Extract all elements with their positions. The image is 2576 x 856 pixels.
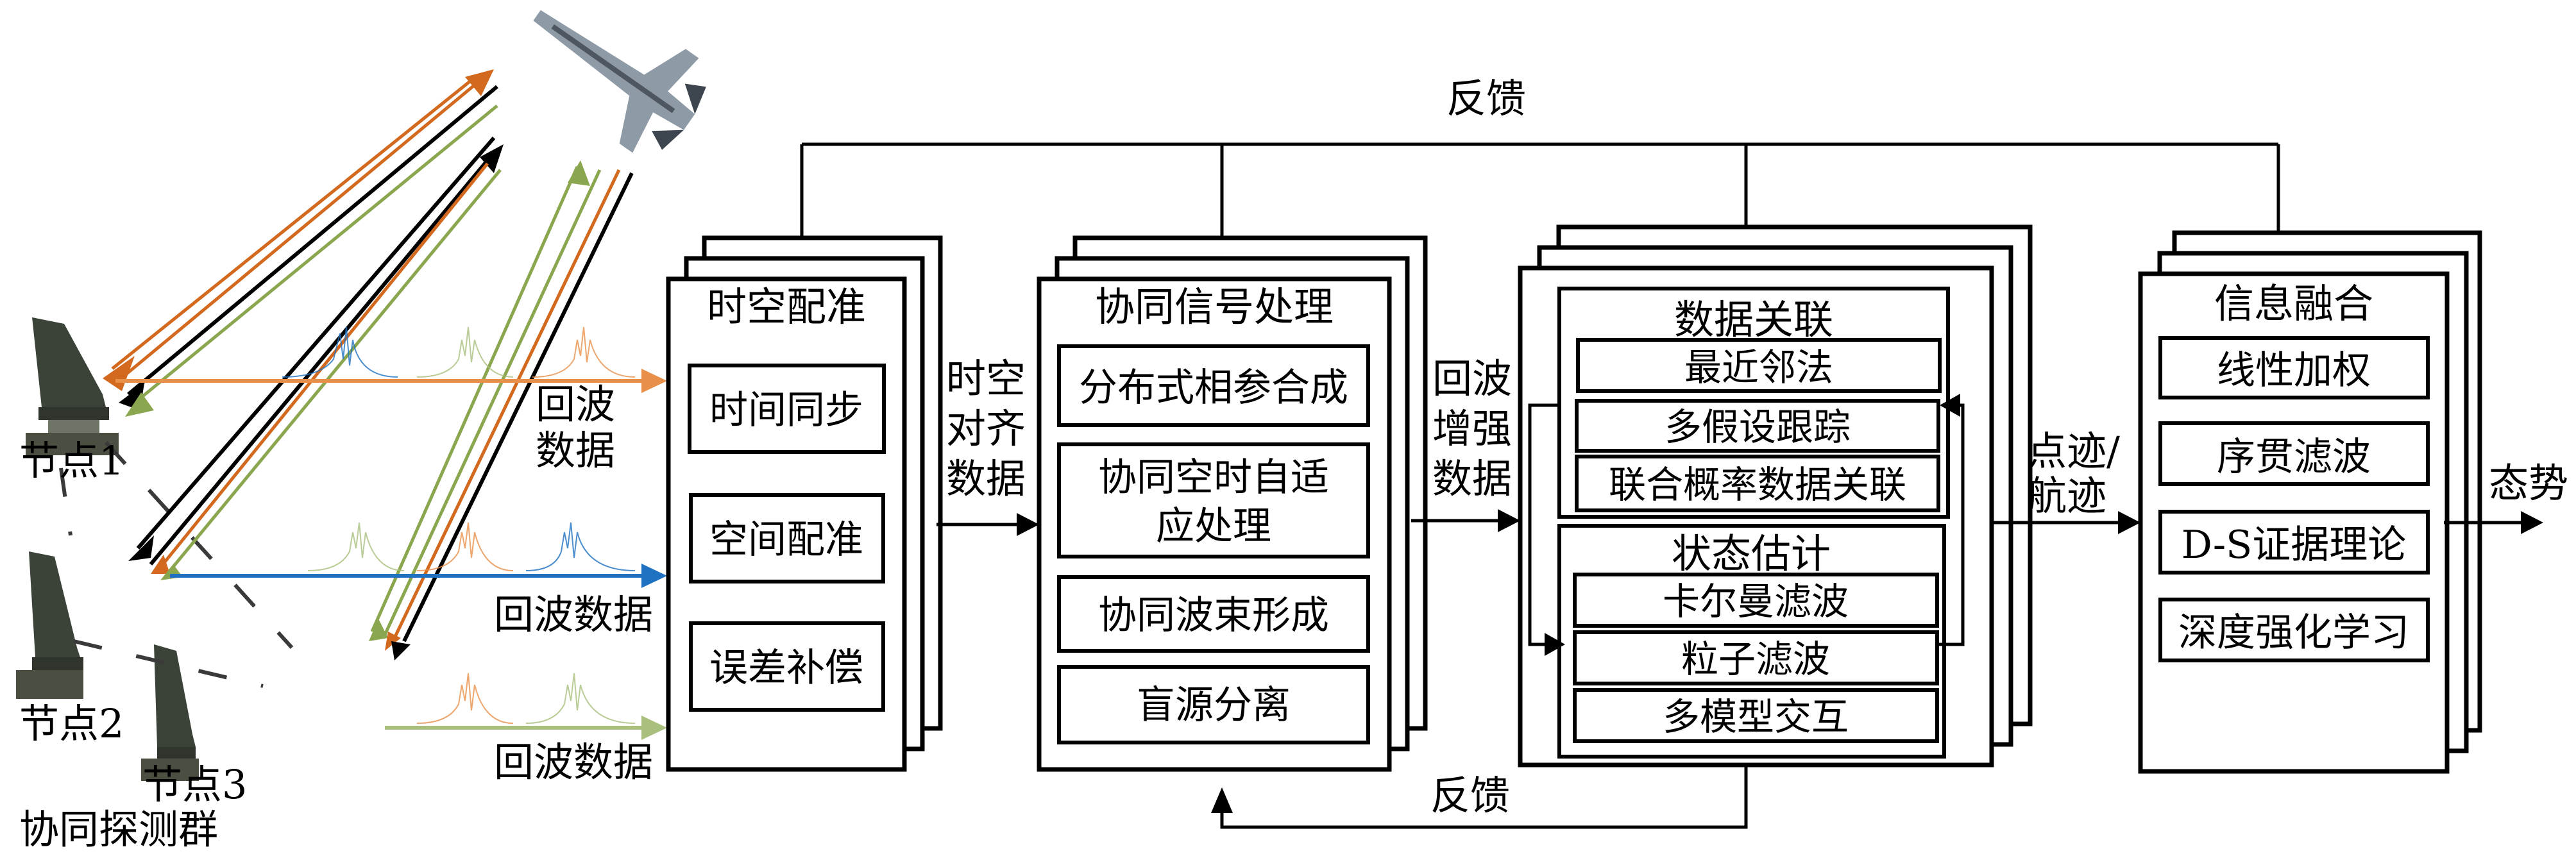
connector-situation-output: 态势	[2444, 460, 2568, 534]
inner-loop-wires	[1528, 394, 1965, 656]
state-estimation-item-label: 卡尔曼滤波	[1663, 580, 1849, 623]
state-estimation-item[interactable]: 粒子滤波	[1573, 630, 1939, 685]
stage-tracking: 数据关联 最近邻法 多假设跟踪 联合概率数据关联 状态估计 卡尔曼滤波	[1518, 224, 2033, 768]
radar-node-3-icon	[141, 644, 199, 781]
text-line: 航迹	[2027, 473, 2106, 519]
stage-1-item-label: 误差补偿	[709, 646, 863, 691]
feedback-bottom	[1211, 765, 1748, 829]
text-line: 应处理	[1156, 504, 1271, 549]
link-node1-node2	[59, 467, 72, 536]
state-estimation-title: 状态估计	[1672, 530, 1831, 577]
echo-label-node2: 回波数据	[494, 591, 653, 638]
connector-2-label: 回波增强数据	[1432, 355, 1512, 502]
stage-1-item[interactable]: 时间同步	[688, 364, 886, 454]
stage-4-item[interactable]: 序贯滤波	[2158, 421, 2430, 486]
link-node1-node3	[104, 441, 294, 650]
stage-collaborative-signal-processing: 协同信号处理 分布式相参合成 协同空时自适应处理 协同波束形成 盲源分离	[1037, 235, 1428, 772]
stage-2-item-label: 盲源分离	[1137, 683, 1291, 728]
stage-1-item-label: 空间配准	[709, 517, 863, 562]
text-line: 增强	[1432, 405, 1512, 452]
stage-2-item-label: 协同空时自适应处理	[1098, 455, 1329, 549]
output-situation-label: 态势	[2489, 460, 2568, 507]
data-association-item-label: 多假设跟踪	[1665, 405, 1851, 449]
text-line: 协同空时自适	[1098, 455, 1329, 500]
stage-2-title: 协同信号处理	[1095, 283, 1334, 330]
stage-1-item[interactable]: 误差补偿	[689, 621, 885, 712]
feedback-top	[791, 142, 2280, 279]
node-2-label: 节点2	[19, 700, 124, 747]
stage-2-item[interactable]: 协同空时自适应处理	[1057, 442, 1370, 558]
connector-plot-track: 点迹/航迹	[1992, 428, 2140, 534]
stage-4-item[interactable]: 线性加权	[2158, 336, 2430, 399]
stage-spatiotemporal-registration: 时空配准 时间同步 空间配准 误差补偿	[666, 235, 943, 772]
data-association-item[interactable]: 联合概率数据关联	[1575, 455, 1940, 512]
echo-arrow-node3	[385, 673, 667, 740]
stage-2-item[interactable]: 协同波束形成	[1057, 575, 1370, 653]
connector-1-label: 时空对齐数据	[946, 355, 1026, 502]
data-association-item[interactable]: 多假设跟踪	[1575, 399, 1940, 453]
detection-scene: 节点1 节点2 节点3 协同探测群 回波数据 回波数据 回波数据	[16, 10, 706, 853]
node-3-label: 节点3	[142, 761, 247, 808]
stage-4-item[interactable]: 深度强化学习	[2158, 598, 2430, 662]
state-estimation-item-label: 多模型交互	[1663, 695, 1849, 739]
state-estimation-item[interactable]: 多模型交互	[1573, 688, 1939, 743]
stage-4-title: 信息融合	[2214, 280, 2373, 327]
stage-1-item-label: 时间同步	[709, 388, 863, 433]
text-line: 时空	[946, 355, 1026, 402]
state-estimation-item-label: 粒子滤波	[1681, 637, 1830, 681]
text-line: 数据	[1432, 455, 1512, 502]
state-estimation-item[interactable]: 卡尔曼滤波	[1573, 573, 1939, 628]
group-label: 协同探测群	[19, 806, 218, 853]
stage-information-fusion: 信息融合 线性加权 序贯滤波 D-S证据理论 深度强化学习	[2138, 230, 2482, 774]
data-association-panel: 数据关联 最近邻法 多假设跟踪 联合概率数据关联	[1557, 287, 1950, 519]
signal-rays-node2	[128, 137, 504, 580]
data-association-item[interactable]: 最近邻法	[1576, 338, 1942, 393]
stage-2-item[interactable]: 盲源分离	[1057, 665, 1370, 744]
stage-1-title: 时空配准	[707, 283, 866, 330]
text-line: 点迹/	[2027, 428, 2120, 474]
signal-rays-node1	[103, 69, 498, 417]
feedback-top-label: 反馈	[1446, 75, 1526, 122]
stage-4-item-label: 深度强化学习	[2178, 610, 2409, 655]
radar-node-1-icon	[26, 317, 119, 455]
echo-label-node1: 回波数据	[536, 381, 615, 474]
echo-arrow-node2	[170, 522, 667, 588]
echo-label-node3: 回波数据	[494, 739, 653, 785]
stage-1-item[interactable]: 空间配准	[689, 493, 885, 583]
stage-4-item-label: D-S证据理论	[2182, 523, 2407, 567]
feedback-bottom-label: 反馈	[1430, 772, 1510, 819]
data-association-title: 数据关联	[1674, 296, 1833, 343]
text-line: 数据	[946, 455, 1026, 502]
connector-aligned-data: 时空对齐数据	[936, 355, 1039, 536]
text-line: 对齐	[946, 405, 1026, 452]
stage-2-item[interactable]: 分布式相参合成	[1057, 344, 1370, 427]
stage-4-item-label: 线性加权	[2217, 348, 2371, 393]
text-line: 数据	[536, 427, 615, 474]
aircraft-icon	[533, 10, 706, 153]
signal-rays-node3	[369, 160, 634, 660]
stage-2-item-label: 协同波束形成	[1098, 593, 1329, 638]
stage-4-item-label: 序贯滤波	[2217, 435, 2371, 480]
data-association-item-label: 联合概率数据关联	[1609, 463, 1906, 507]
stage-4-item[interactable]: D-S证据理论	[2158, 510, 2430, 575]
connector-enhanced-echo-data: 回波增强数据	[1411, 355, 1520, 532]
data-association-item-label: 最近邻法	[1684, 346, 1833, 389]
text-line: 回波	[1432, 355, 1512, 402]
connector-3-label: 点迹/航迹	[2027, 428, 2120, 519]
state-estimation-panel: 状态估计 卡尔曼滤波 粒子滤波 多模型交互	[1557, 524, 1946, 759]
echo-arrow-node1	[115, 326, 667, 393]
stage-2-item-label: 分布式相参合成	[1079, 365, 1348, 410]
radar-node-2-icon	[16, 551, 83, 699]
text-line: 回波	[536, 381, 615, 428]
node-1-label: 节点1	[19, 437, 124, 484]
